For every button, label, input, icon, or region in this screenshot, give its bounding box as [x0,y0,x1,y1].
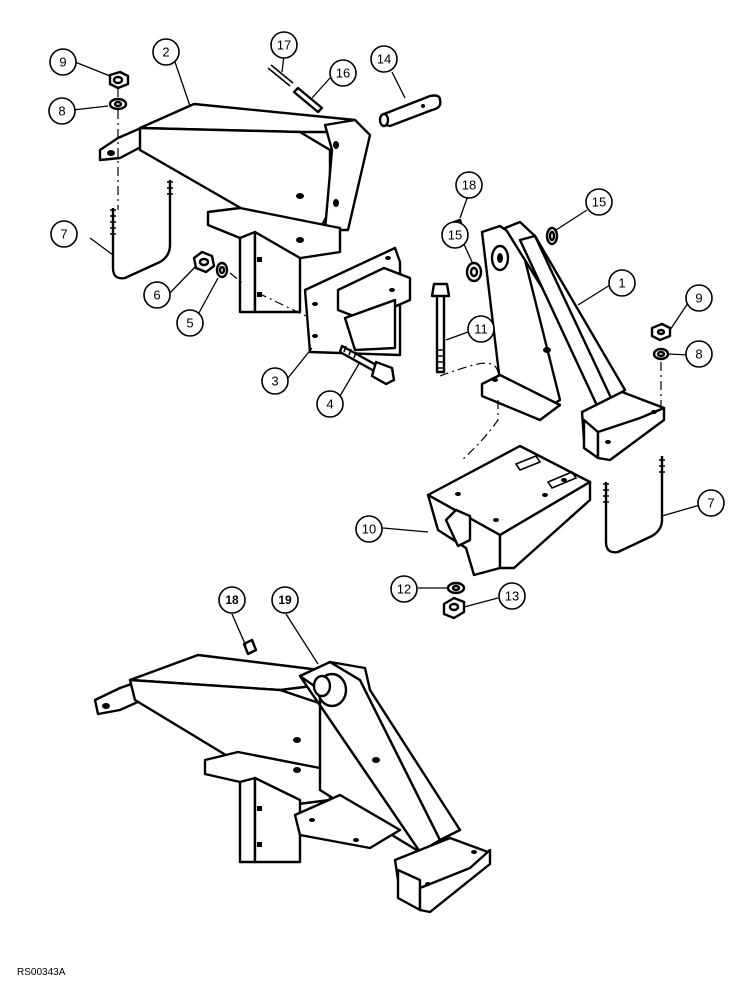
bolt-4 [338,344,396,386]
callout-9-right: 9 [685,284,713,312]
callout-label: 8 [695,347,702,362]
bracket-2 [98,102,372,314]
callout-label: 11 [474,322,488,337]
nut-9-right [650,322,672,342]
callout-3: 3 [261,367,289,395]
callout-label: 9 [695,291,702,306]
callout-9-left: 9 [49,48,77,76]
callout-label: 4 [326,397,333,412]
callout-label: 13 [505,589,519,604]
callout-label: 15 [592,195,606,210]
washer-5 [215,261,229,279]
nut-13 [442,596,466,620]
callout-16: 16 [329,59,357,87]
callout-label: 2 [162,45,169,60]
callout-12: 12 [390,575,418,603]
washer-12 [446,581,466,595]
callout-15-left: 15 [441,221,469,249]
centerline-bolt-11-b [461,400,499,461]
callout-label: 1 [618,276,625,291]
washer-8-left [108,97,128,111]
callout-label: 18 [225,593,239,607]
callout-1: 1 [608,269,636,297]
callout-label: 18 [462,178,476,193]
centerline-bolt-4 [229,272,311,319]
callout-label: 3 [271,374,278,389]
callout-label: 19 [278,593,292,607]
callout-7-right: 7 [697,489,725,517]
pin-17 [267,64,294,87]
callout-label: 10 [362,522,376,537]
nut-6 [192,250,216,274]
u-bolt-7-left [110,180,173,280]
callout-6: 6 [143,281,171,309]
callout-label: 14 [377,52,391,67]
callout-label: 9 [59,55,66,70]
callout-label: 17 [277,38,291,53]
centerline-bolt-11 [439,362,499,377]
pin-16 [292,86,324,114]
callout-label: 7 [60,227,67,242]
callout-7-left: 7 [50,220,78,248]
callout-8-right: 8 [685,340,713,368]
callout-19: 19 [271,586,299,614]
callout-label: 5 [186,316,193,331]
pin-14 [378,94,442,128]
callout-17: 17 [270,31,298,59]
washer-8-right [652,347,670,361]
washer-15-b [545,226,559,246]
assembly-19 [93,638,492,914]
callout-label: 15 [448,228,462,243]
callout-label: 8 [58,104,65,119]
callout-label: 12 [397,582,411,597]
callout-13: 13 [498,582,526,610]
u-bolt-7-right [603,456,665,554]
callout-label: 7 [707,496,714,511]
callout-4: 4 [316,390,344,418]
callout-5: 5 [176,309,204,337]
callout-2: 2 [152,38,180,66]
plate-3 [303,246,412,357]
callout-8-left: 8 [48,97,76,125]
callout-15-right: 15 [585,188,613,216]
support-1 [480,220,666,462]
callout-10: 10 [355,515,383,543]
figure-code: RS00343A [17,967,66,978]
leader-lines [72,54,701,665]
bolt-11 [430,282,451,374]
nut-9-left [108,70,130,90]
callout-label: 6 [153,288,160,303]
callout-18-right: 18 [455,171,483,199]
callout-18-bottom: 18 [218,586,246,614]
callout-14: 14 [370,45,398,73]
callout-11: 11 [467,315,495,343]
washer-15-a [465,261,483,283]
clamp-10 [426,444,592,577]
callout-label: 16 [336,66,350,81]
